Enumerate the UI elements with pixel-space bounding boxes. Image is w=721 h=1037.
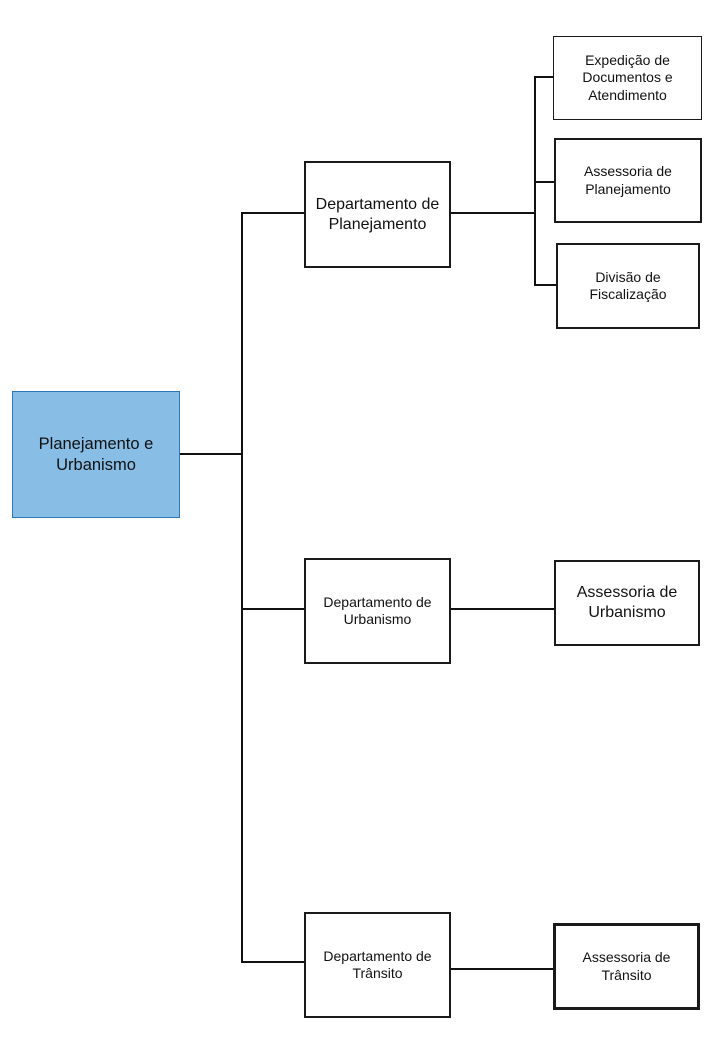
root-node-label: Planejamento e Urbanismo [38,435,154,474]
sub-node-label: Assessoria de Urbanismo [576,584,678,621]
sub-node-assessoria-urbanismo: Assessoria de Urbanismo [554,560,700,646]
connector-transito-branch [450,968,555,970]
connector-spine-dept-transito [241,961,305,963]
connector-spine-dept-urbanismo [241,608,305,610]
sub-node-expedicao-documentos: Expedição de Documentos e Atendimento [553,36,702,120]
connector-sub-assessoria-planejamento [534,181,555,183]
sub-node-label: Expedição de Documentos e Atendimento [582,52,673,103]
dept-node-label: Departamento de Planejamento [315,195,440,233]
connector-root-spine [179,453,242,455]
dept-node-transito: Departamento de Trânsito [304,912,451,1018]
connector-sub-expedicao [534,76,554,78]
sub-node-label: Divisão de Fiscalização [589,268,667,302]
connector-sub-divisao-fiscalizacao [534,284,557,286]
dept-node-label: Departamento de Urbanismo [323,593,432,627]
connector-spine-dept-planejamento [241,212,305,214]
connector-urbanismo-branch [450,608,555,610]
sub-node-assessoria-transito: Assessoria de Trânsito [553,923,700,1010]
dept-node-urbanismo: Departamento de Urbanismo [304,558,451,664]
root-node-planejamento-urbanismo: Planejamento e Urbanismo [12,391,180,518]
sub-node-label: Assessoria de Trânsito [582,949,671,983]
dept-node-planejamento: Departamento de Planejamento [304,161,451,268]
connector-planejamento-branch [450,212,536,214]
sub-node-assessoria-planejamento: Assessoria de Planejamento [554,138,702,223]
connector-main-spine [241,212,243,963]
sub-node-label: Assessoria de Planejamento [584,163,672,197]
dept-node-label: Departamento de Trânsito [323,947,432,981]
sub-node-divisao-fiscalizacao: Divisão de Fiscalização [556,243,700,329]
